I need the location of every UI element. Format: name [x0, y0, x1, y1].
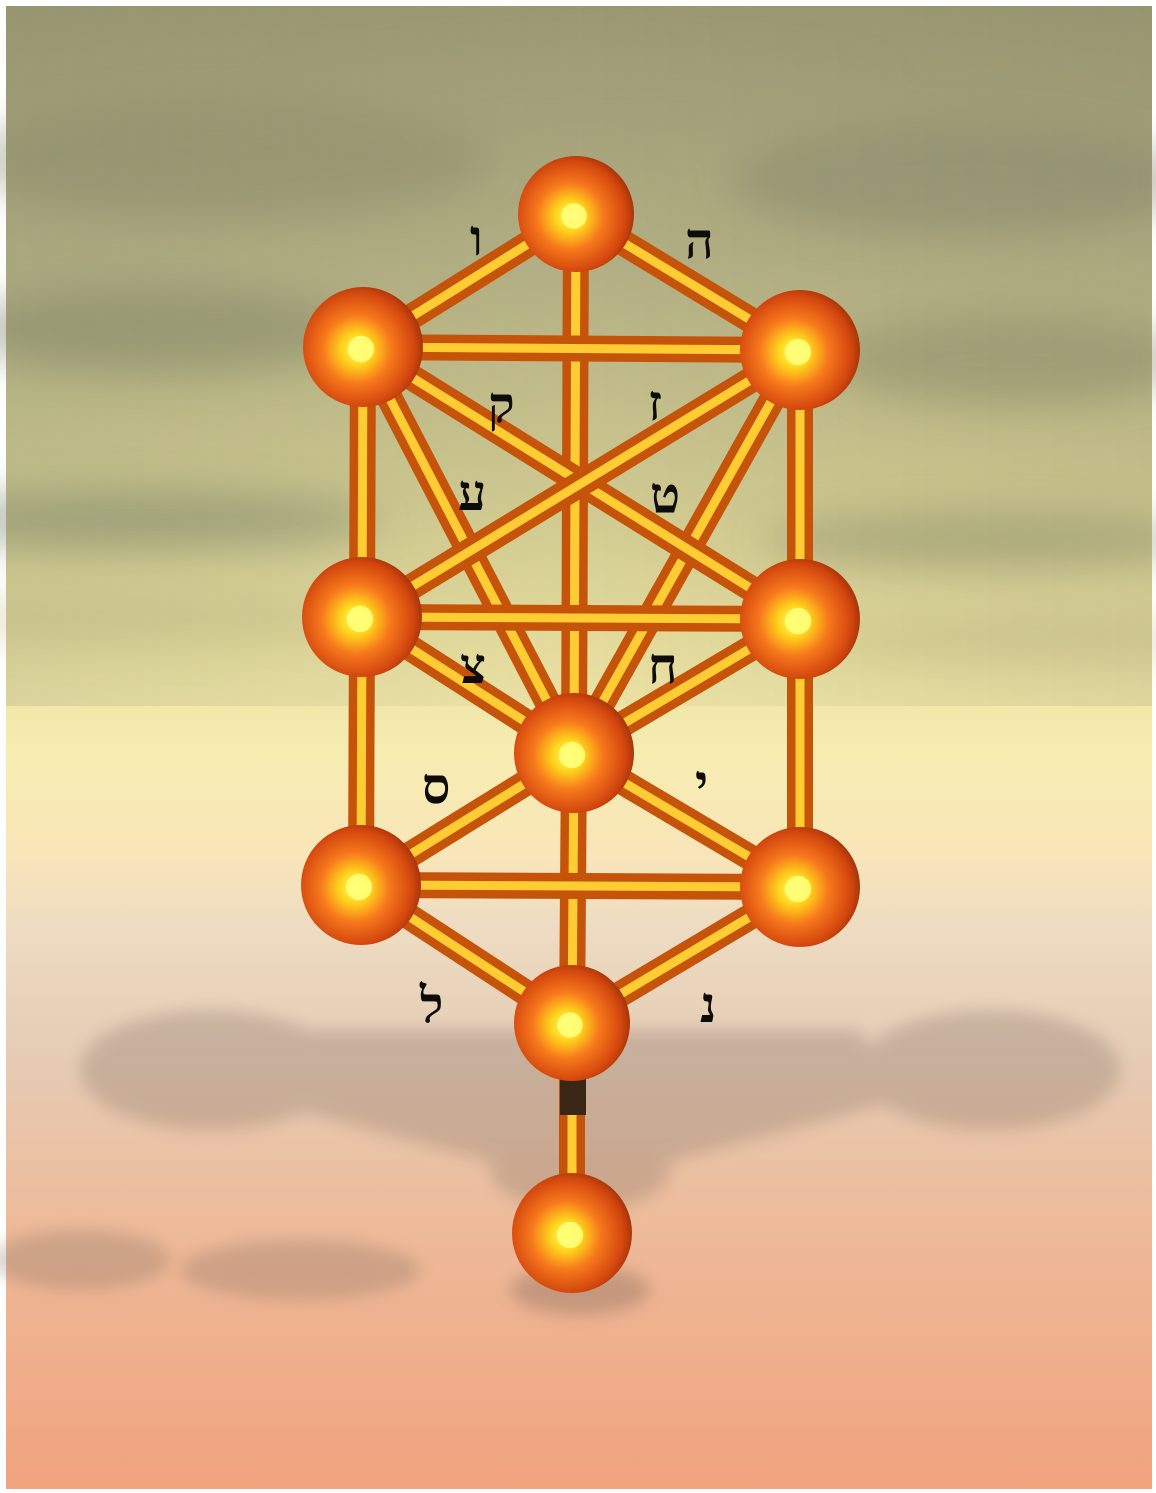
- letter-middle-right: ח: [648, 636, 678, 695]
- letter-base-right: נ: [700, 975, 716, 1034]
- letter-upper-right: ז: [648, 373, 662, 432]
- letter-cross-right: ט: [650, 465, 680, 524]
- rod-highlight-lower-left-lower-right: [361, 885, 800, 887]
- letter-cross-left: ע: [458, 463, 486, 522]
- letter-upper-left: ק: [488, 375, 515, 434]
- letter-lower-left: ס: [422, 756, 450, 815]
- letter-lower-right: י: [695, 753, 708, 812]
- letter-middle-left: צ: [460, 636, 486, 695]
- letter-base-left: ל: [419, 975, 443, 1034]
- sphere-glow-middle-right: [785, 608, 811, 634]
- sphere-glow-bottom: [557, 1222, 583, 1248]
- sphere-glow-lower-left: [346, 874, 372, 900]
- sphere-glow-lower-right: [785, 876, 811, 902]
- rod-highlight-middle-left-middle-right: [362, 617, 800, 619]
- letter-top-left: ו: [470, 208, 483, 267]
- letter-top-right: ה: [685, 211, 714, 270]
- sphere-glow-top: [561, 203, 587, 229]
- base-neck: [560, 1075, 586, 1115]
- sphere-glow-base: [557, 1012, 583, 1038]
- sphere-glow-upper-left: [348, 336, 374, 362]
- rod-highlight-upper-left-upper-right: [363, 347, 800, 350]
- sphere-glow-middle-left: [347, 606, 373, 632]
- sphere-glow-upper-right: [785, 339, 811, 365]
- sphere-glow-center: [559, 742, 585, 768]
